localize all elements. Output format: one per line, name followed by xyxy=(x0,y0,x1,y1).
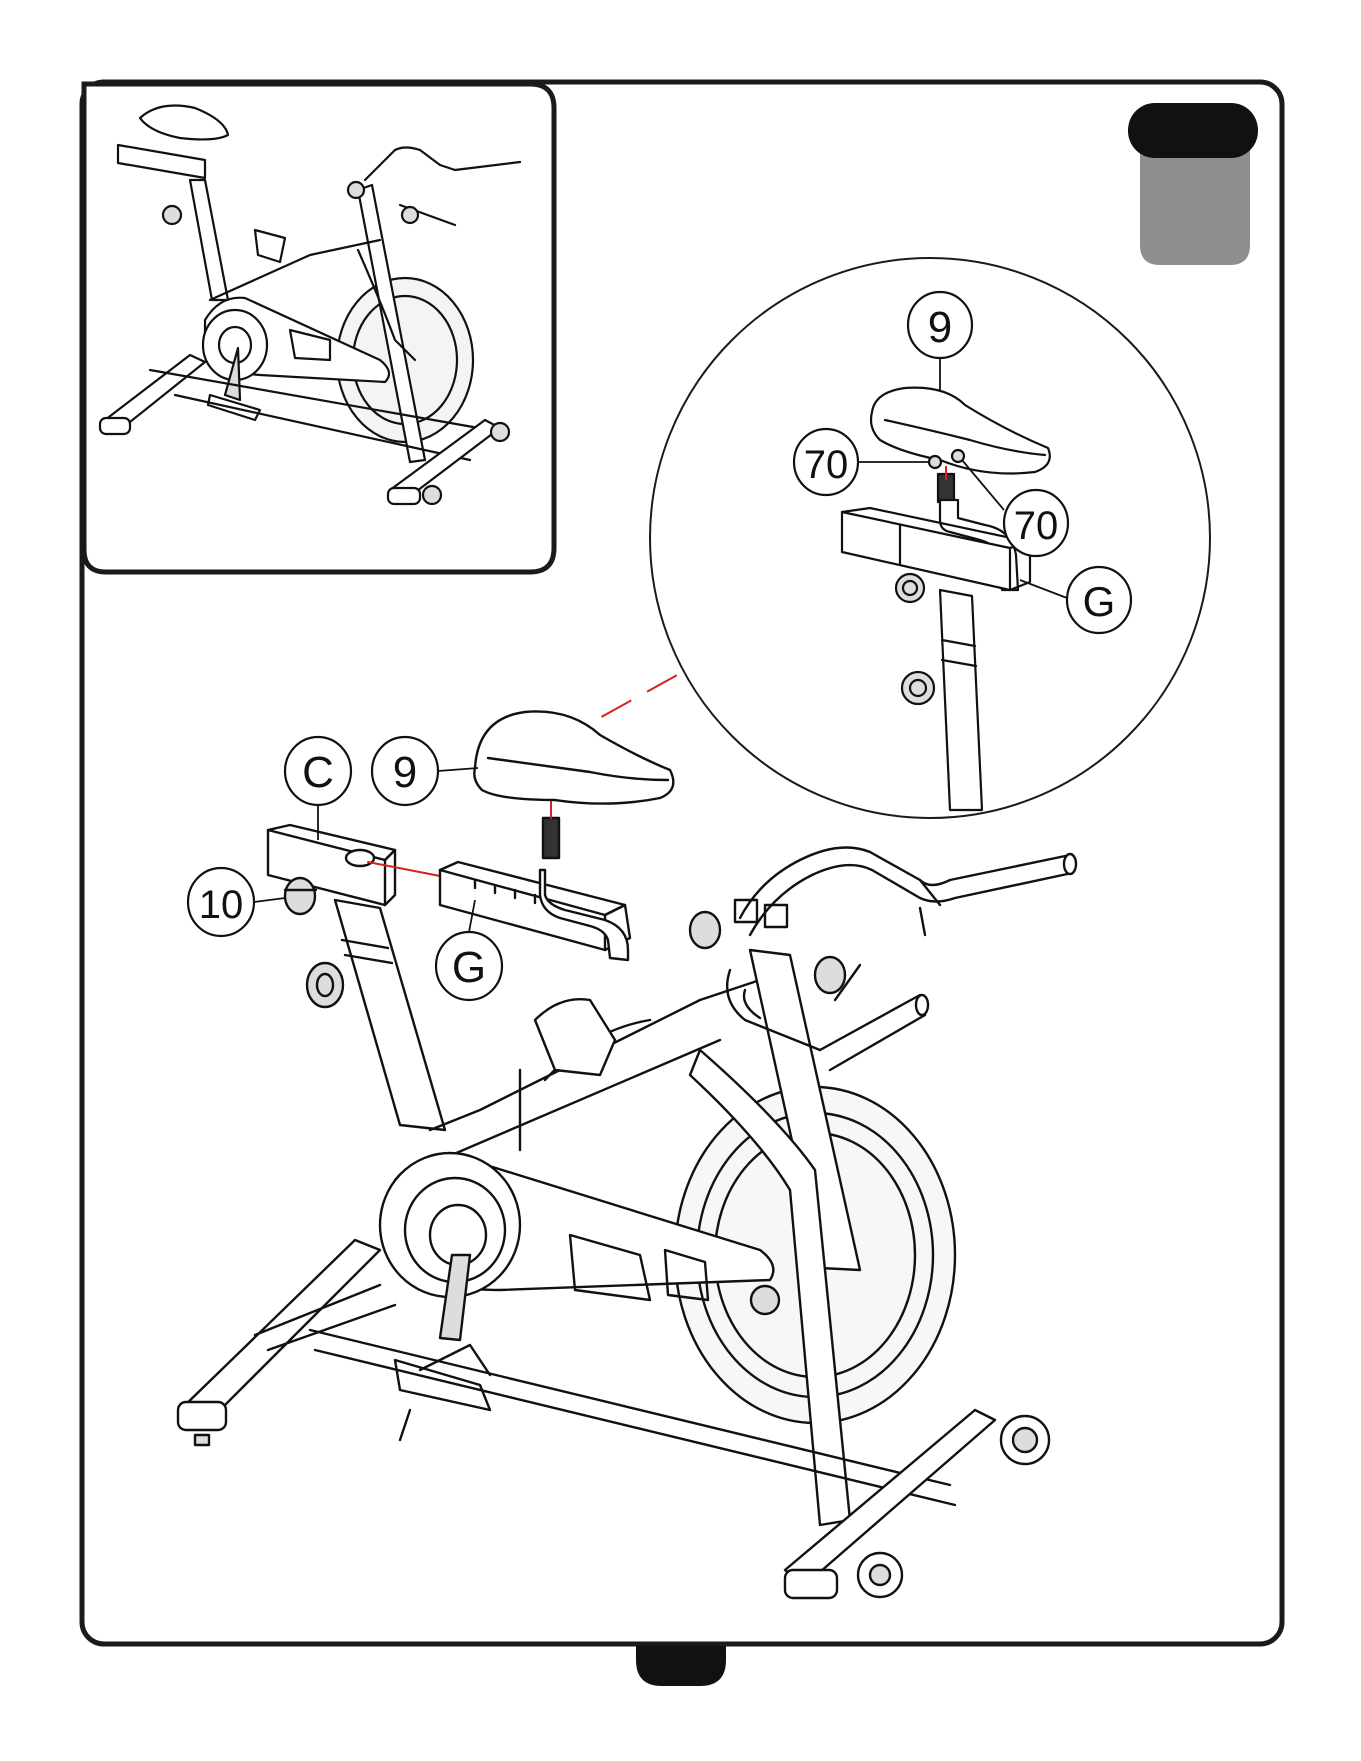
callout-main-seat: 9 xyxy=(372,737,478,805)
overview-inset xyxy=(84,84,554,572)
callout-main-knob: 10 xyxy=(188,868,285,936)
callout-detail-bolt-right-label: 70 xyxy=(1014,504,1059,548)
callout-detail-slider-label: G xyxy=(1083,578,1116,625)
callout-main-seat-label: 9 xyxy=(393,748,417,797)
callout-main-slider-label: G xyxy=(452,943,486,992)
callout-main-knob-label: 10 xyxy=(199,883,244,927)
callout-detail-seat-label: 9 xyxy=(928,303,952,352)
main-bike-illustration xyxy=(178,711,1076,1598)
page-number-tab xyxy=(636,1646,726,1686)
callout-detail-bolt-left-label: 70 xyxy=(804,443,849,487)
callout-main-post-label: C xyxy=(302,748,334,797)
callout-main-post: C xyxy=(285,737,351,840)
step-badge xyxy=(1128,103,1258,265)
